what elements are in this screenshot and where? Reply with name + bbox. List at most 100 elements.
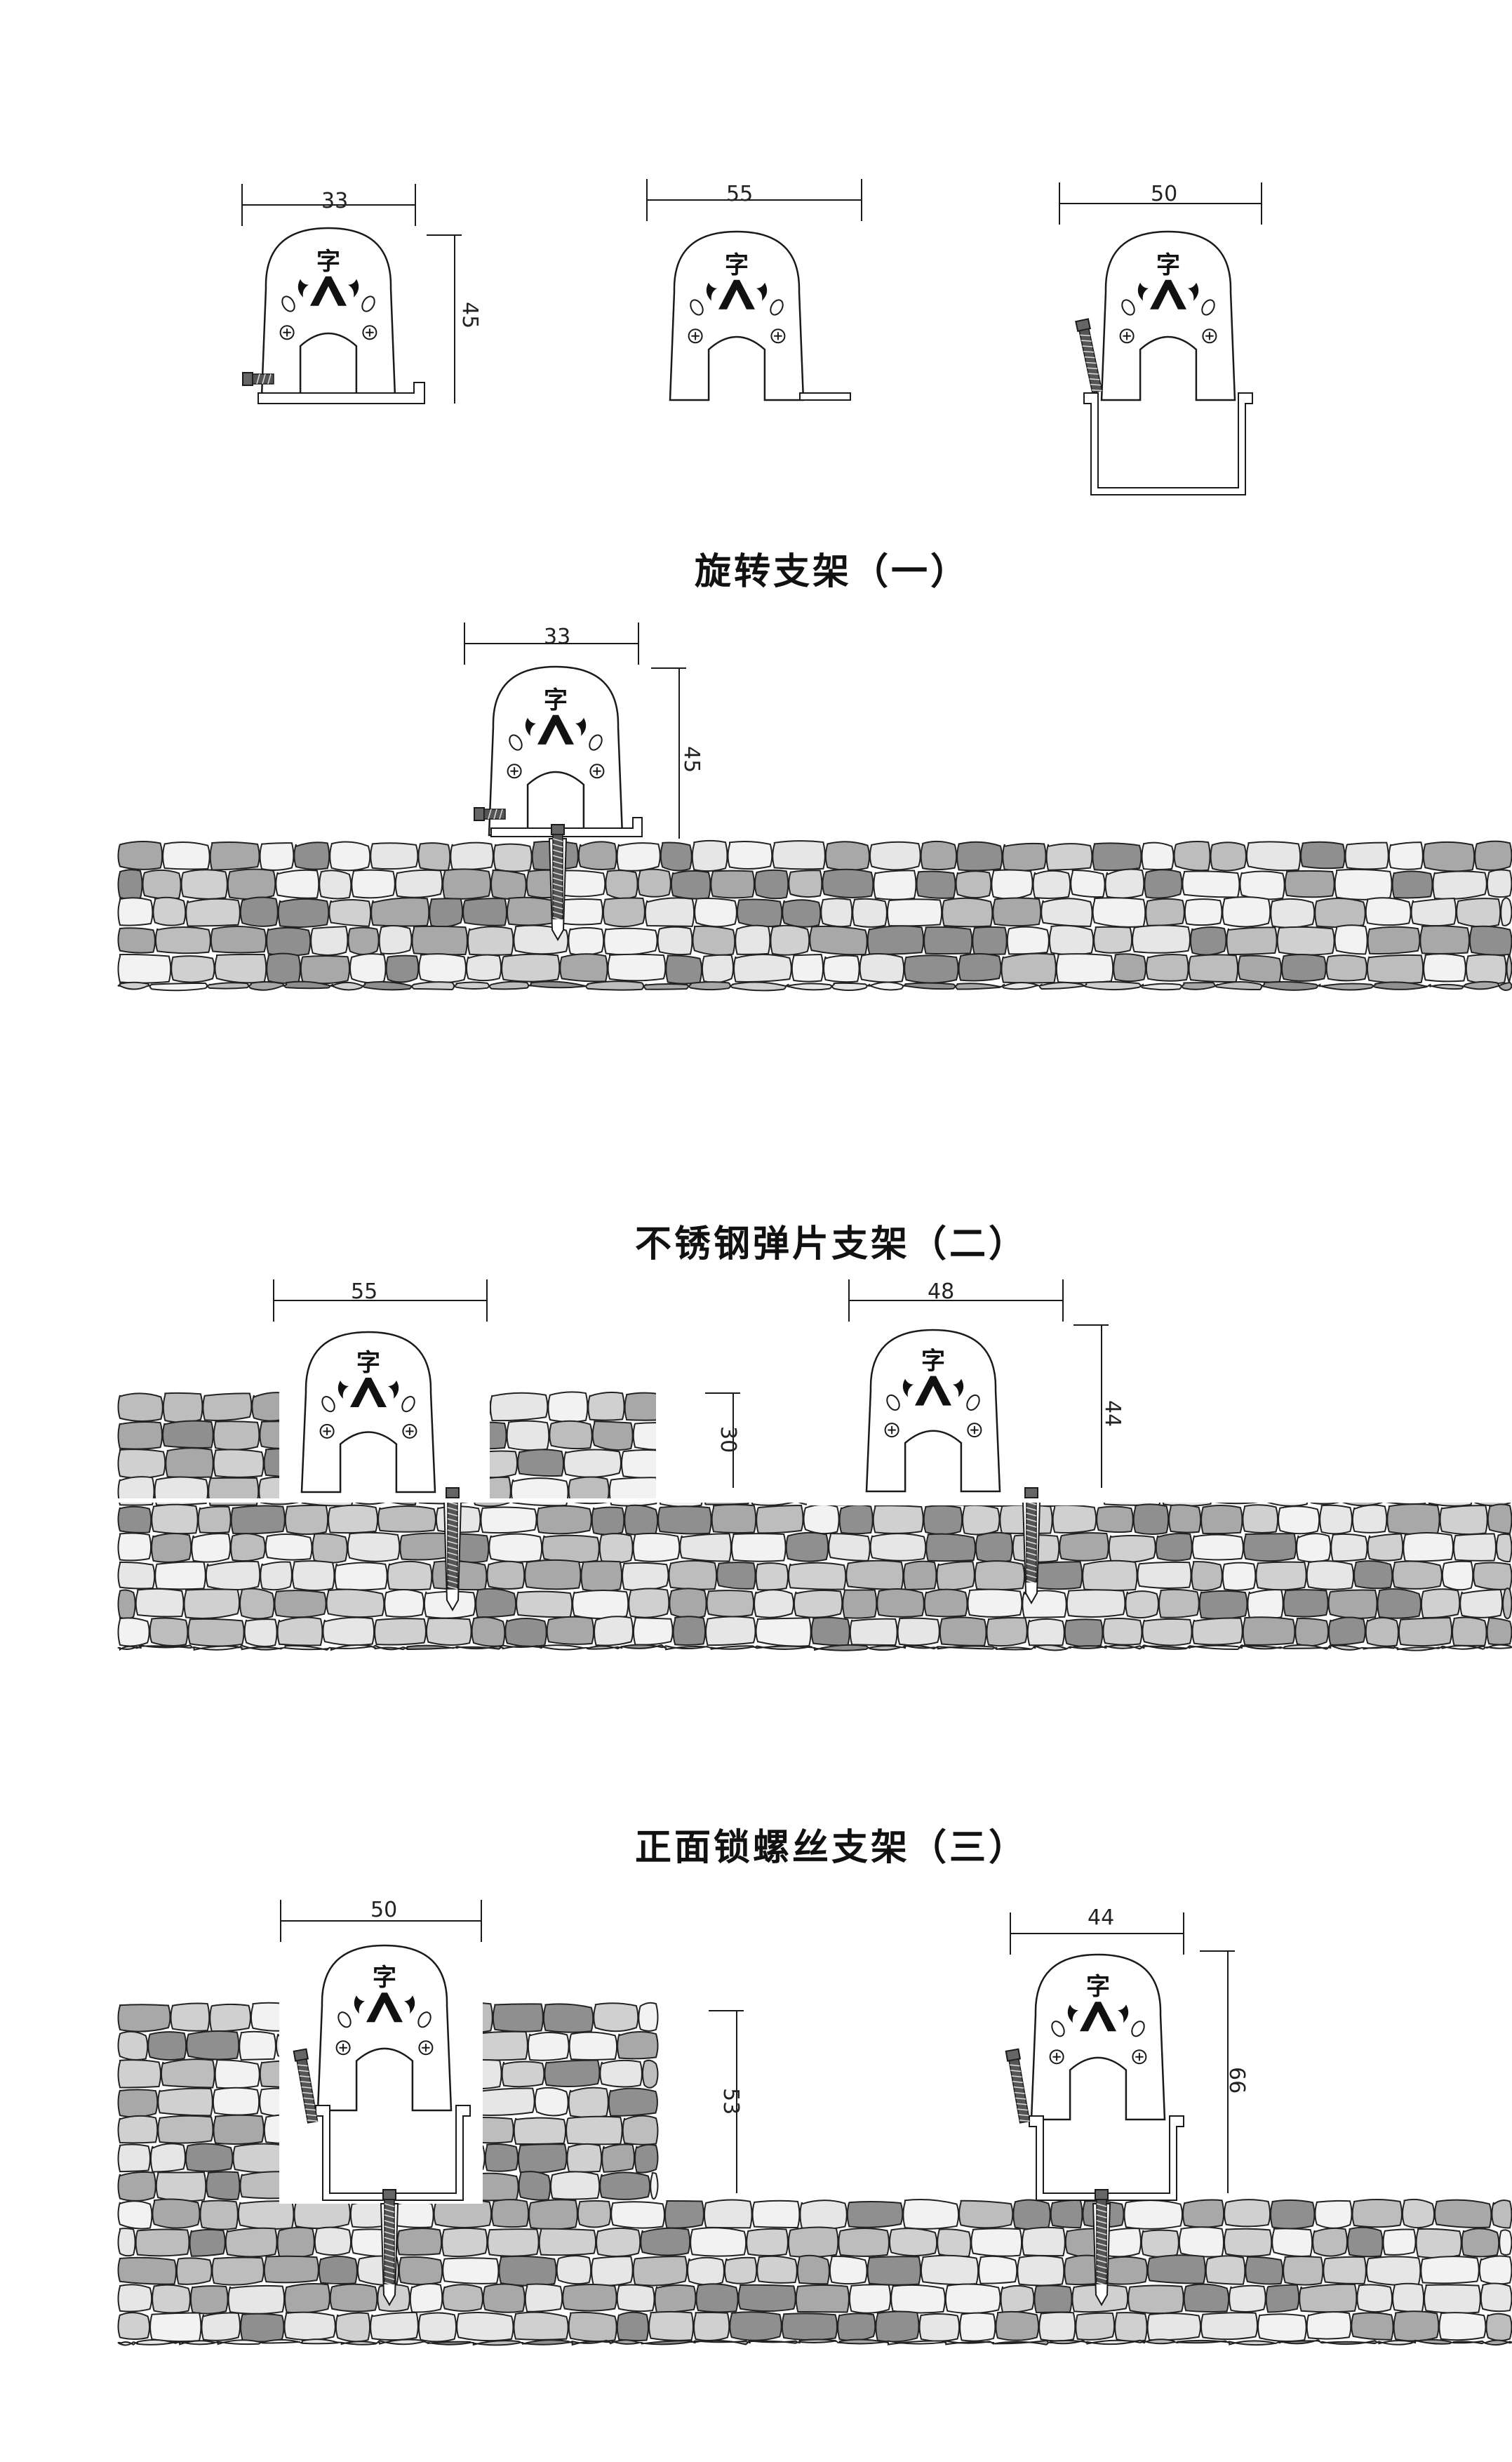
s2-surface — [118, 1498, 1512, 1503]
stone — [1146, 2313, 1201, 2341]
stone — [142, 869, 182, 900]
stone — [274, 1590, 327, 1618]
stone — [1294, 1617, 1330, 1647]
stone — [640, 2227, 691, 2256]
stone — [162, 1392, 203, 1423]
stone — [276, 2226, 315, 2258]
stone — [737, 2284, 796, 2313]
stone — [1365, 2256, 1421, 2287]
section3-stone-wall-lower — [117, 2198, 1512, 2346]
stone — [650, 2171, 659, 2200]
stone — [1502, 1588, 1512, 1620]
stone — [1486, 869, 1512, 898]
stone — [1210, 841, 1247, 872]
stone — [1038, 2311, 1076, 2342]
stone — [943, 2340, 992, 2345]
stone — [454, 981, 490, 990]
stone — [283, 980, 331, 990]
bolt-thread — [1026, 1518, 1037, 1522]
stone — [1012, 2199, 1051, 2230]
bolt-thread — [1096, 2225, 1107, 2230]
stone — [1155, 1532, 1193, 1562]
bolt-thread — [1083, 351, 1094, 353]
stone — [486, 1560, 526, 1590]
logo-flame-left — [1067, 2004, 1078, 2023]
bolt-thread — [1026, 1557, 1037, 1562]
bolt-thread — [1096, 2282, 1107, 2286]
stone — [263, 2255, 319, 2284]
stone — [665, 954, 702, 985]
stone — [1314, 2200, 1353, 2229]
stone — [1398, 1617, 1453, 1647]
stone — [149, 982, 208, 992]
screw-cross — [970, 1425, 979, 1435]
stone — [1283, 1589, 1329, 1618]
stone — [939, 1616, 987, 1646]
stone — [157, 2115, 214, 2144]
stone — [607, 953, 667, 982]
bolt-head — [446, 1487, 460, 1498]
stone — [668, 1559, 718, 1590]
stone — [1438, 2312, 1487, 2341]
bolt-thread — [1080, 334, 1090, 337]
stone — [628, 1588, 670, 1618]
stone — [648, 2310, 695, 2341]
stone — [1175, 2339, 1228, 2344]
stone — [920, 840, 958, 871]
stone — [328, 1504, 379, 1534]
logo-flame-right — [756, 282, 768, 301]
stone — [210, 925, 267, 954]
bolt-thread — [1018, 2114, 1029, 2117]
bolt-thread — [447, 1518, 458, 1522]
stone — [716, 1562, 756, 1590]
stone — [1344, 841, 1389, 870]
bolt-thread — [447, 1541, 458, 1545]
stone — [1463, 980, 1500, 990]
stone — [283, 2311, 336, 2341]
stone — [211, 2256, 265, 2286]
stone — [237, 2200, 295, 2230]
stone — [493, 843, 533, 872]
bolt-thread — [1096, 2242, 1107, 2247]
stone — [1184, 898, 1223, 926]
stone — [1377, 1588, 1421, 1619]
stone — [152, 2198, 201, 2229]
stone — [1420, 1588, 1461, 1619]
stone — [374, 1618, 427, 1646]
stone — [456, 2312, 514, 2342]
stone — [349, 953, 387, 984]
stone — [787, 2226, 839, 2258]
stone — [1327, 1589, 1378, 1619]
stone — [117, 2312, 151, 2341]
top-bracket1-width-label: 33 — [321, 189, 349, 213]
stone — [1000, 2284, 1035, 2313]
stone — [399, 1532, 450, 1561]
stone — [795, 2284, 850, 2313]
stone — [205, 1560, 261, 1591]
stone — [322, 1616, 375, 1646]
stone — [598, 1533, 634, 1564]
bolt-thread — [1090, 384, 1101, 386]
screw-cross — [406, 1427, 414, 1436]
slot — [1121, 299, 1135, 316]
screw-cross — [1135, 2053, 1144, 2061]
stone — [117, 2059, 161, 2089]
stone — [1132, 1503, 1170, 1535]
stone — [1423, 953, 1466, 983]
stone — [276, 1616, 323, 1646]
stone — [1188, 954, 1239, 983]
stone — [117, 2284, 153, 2313]
stone — [706, 1590, 755, 1618]
stone — [1050, 2200, 1083, 2229]
slot — [966, 1394, 980, 1411]
screw-cross — [1052, 2053, 1061, 2061]
heading-section3: 正面锁螺丝支架（三） — [635, 1827, 1029, 1869]
stone — [1238, 954, 1282, 983]
stone — [266, 926, 312, 957]
stone — [373, 1644, 406, 1651]
stone — [1052, 1504, 1097, 1533]
stone — [418, 953, 467, 984]
s3-left-width-label: 50 — [370, 1898, 398, 1922]
logo-flame-left — [297, 279, 309, 298]
stone — [1323, 2256, 1367, 2284]
